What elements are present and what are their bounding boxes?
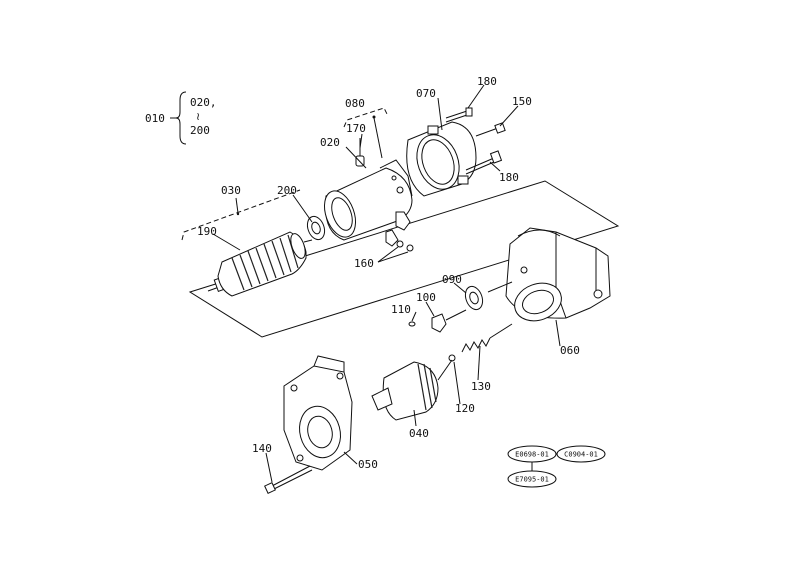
code-label-2: C0904-01 <box>564 451 598 459</box>
armature-dashed-bracket <box>181 189 301 241</box>
callout-030: 030 <box>221 184 241 197</box>
callout-050: 050 <box>358 458 378 471</box>
callout-190: 190 <box>197 225 217 238</box>
callout-110: 110 <box>391 303 411 316</box>
callout-120: 120 <box>455 402 475 415</box>
through-bolt-180-bottom <box>465 150 503 175</box>
through-bolt-180-top <box>445 107 473 123</box>
callout-020: 020 <box>320 136 340 149</box>
callout-200: 200 <box>277 184 297 197</box>
callout-080: 080 <box>345 97 365 110</box>
callout-170: 170 <box>346 122 366 135</box>
screw-150 <box>475 122 506 137</box>
brush-holder-dashed-bracket <box>343 107 388 128</box>
assembly-bracket-010 <box>170 91 187 145</box>
pin-110 <box>408 321 416 327</box>
callout-100: 100 <box>416 291 436 304</box>
leader-lines <box>212 84 561 483</box>
callout-180-bottom: 180 <box>499 171 519 184</box>
callout-070: 070 <box>416 87 436 100</box>
armature-190 <box>207 231 313 297</box>
callout-040: 040 <box>409 427 429 440</box>
code-label-3: E7095-01 <box>515 476 549 484</box>
callout-180-top: 180 <box>477 75 497 88</box>
ball-120 <box>448 354 456 362</box>
center-housing-060 <box>505 227 611 322</box>
callout-150: 150 <box>512 95 532 108</box>
spring-130 <box>461 323 513 353</box>
callout-130: 130 <box>471 380 491 393</box>
armature-group-frame <box>188 180 620 338</box>
reference-codes: E0698-01 C0904-01 E7095-01 <box>507 445 606 488</box>
callout-020-range: 020, <box>190 96 217 109</box>
callout-060: 060 <box>560 344 580 357</box>
callout-090: 090 <box>442 273 462 286</box>
screws-160 <box>377 240 414 263</box>
callout-200-range: 200 <box>190 124 210 137</box>
callout-140: 140 <box>252 442 272 455</box>
retainer-100 <box>431 309 467 333</box>
drive-housing-050 <box>283 355 353 471</box>
rear-cover-070 <box>406 121 477 197</box>
bearing-200 <box>306 215 326 241</box>
callout-010: 010 <box>145 112 165 125</box>
callout-range-tilde: ≀ <box>196 110 200 123</box>
code-label-1: E0698-01 <box>515 451 549 459</box>
clutch-040 <box>371 359 453 421</box>
yoke-020 <box>323 159 413 247</box>
callout-160: 160 <box>354 257 374 270</box>
gear-090 <box>464 281 513 311</box>
bolt-140 <box>264 465 313 494</box>
